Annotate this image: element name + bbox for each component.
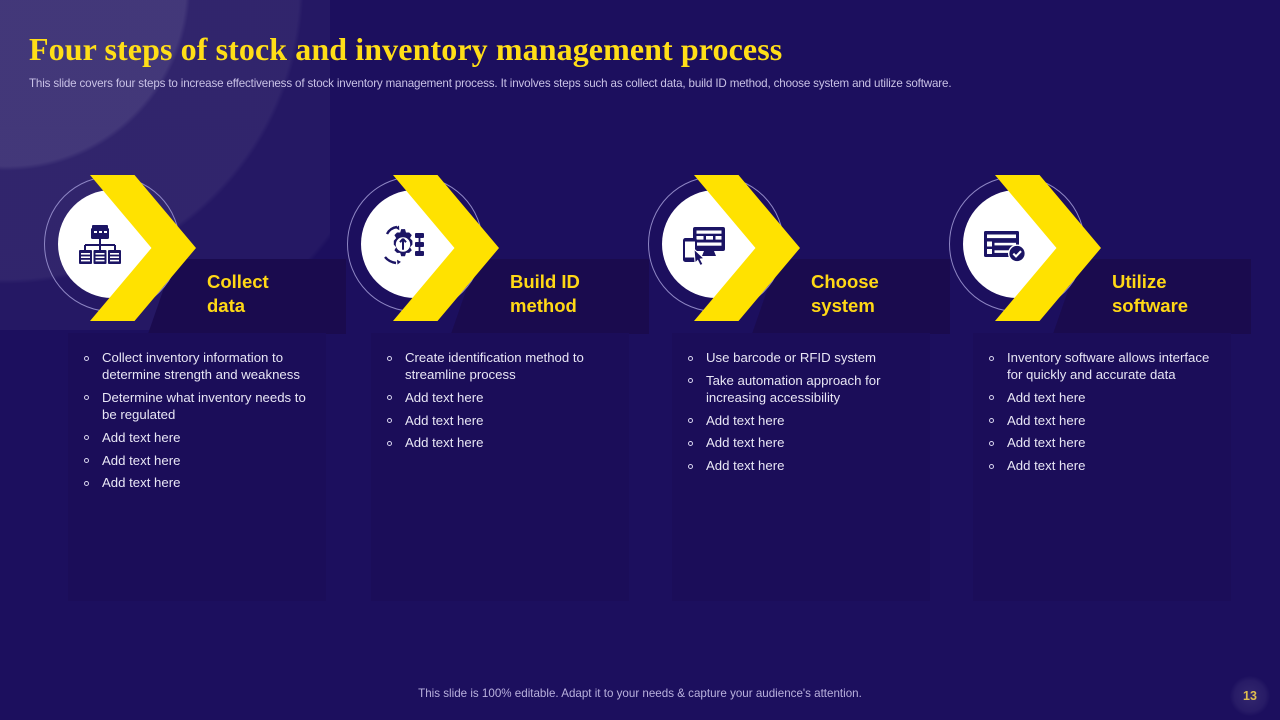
list-item: Add text here bbox=[385, 434, 617, 451]
list-item: Determine what inventory needs to be reg… bbox=[82, 389, 314, 423]
gear-barcode-icon bbox=[379, 222, 427, 268]
card-title-banner bbox=[1053, 259, 1251, 334]
page-number-badge: 13 bbox=[1230, 676, 1270, 716]
list-item: Add text here bbox=[82, 429, 314, 446]
card-title-banner bbox=[451, 259, 649, 334]
list-item: Create identification method to streamli… bbox=[385, 349, 617, 383]
list-item: Add text here bbox=[686, 434, 918, 451]
list-item: Add text here bbox=[987, 457, 1219, 474]
monitor-mobile-cursor-icon bbox=[680, 222, 728, 268]
card-title-banner bbox=[752, 259, 950, 334]
page-subtitle: This slide covers four steps to increase… bbox=[29, 77, 952, 90]
list-item: Take automation approach for increasing … bbox=[686, 372, 918, 406]
list-item: Add text here bbox=[987, 389, 1219, 406]
list-item: Add text here bbox=[82, 452, 314, 469]
page-title: Four steps of stock and inventory manage… bbox=[29, 31, 783, 67]
checklist-verified-icon bbox=[981, 222, 1029, 268]
list-item: Add text here bbox=[82, 474, 314, 491]
bullet-list: Collect inventory information to determi… bbox=[68, 333, 326, 491]
list-item: Inventory software allows interface for … bbox=[987, 349, 1219, 383]
card-title-banner bbox=[148, 259, 346, 334]
data-hierarchy-icon bbox=[76, 222, 124, 268]
card-body-panel: Inventory software allows interface for … bbox=[973, 333, 1231, 601]
list-item: Add text here bbox=[686, 457, 918, 474]
list-item: Add text here bbox=[686, 412, 918, 429]
bullet-list: Use barcode or RFID system Take automati… bbox=[672, 333, 930, 474]
bullet-list: Inventory software allows interface for … bbox=[973, 333, 1231, 474]
list-item: Use barcode or RFID system bbox=[686, 349, 918, 366]
list-item: Add text here bbox=[987, 434, 1219, 451]
list-item: Add text here bbox=[987, 412, 1219, 429]
list-item: Collect inventory information to determi… bbox=[82, 349, 314, 383]
list-item: Add text here bbox=[385, 412, 617, 429]
card-body-panel: Collect inventory information to determi… bbox=[68, 333, 326, 601]
card-body-panel: Create identification method to streamli… bbox=[371, 333, 629, 601]
list-item: Add text here bbox=[385, 389, 617, 406]
card-body-panel: Use barcode or RFID system Take automati… bbox=[672, 333, 930, 601]
bullet-list: Create identification method to streamli… bbox=[371, 333, 629, 452]
footer-note: This slide is 100% editable. Adapt it to… bbox=[418, 687, 862, 700]
